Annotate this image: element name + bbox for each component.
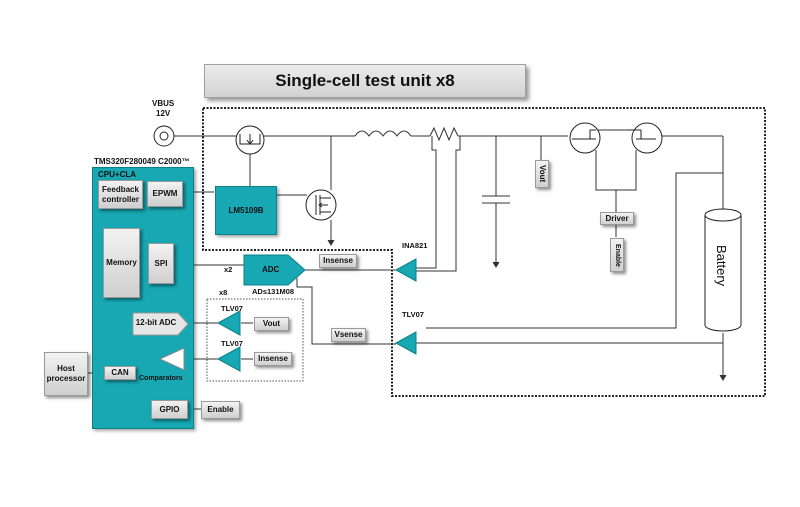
amplifier-group-boundary — [206, 298, 304, 382]
gpio-block: GPIO — [151, 400, 188, 419]
ina821-label: INA821 — [402, 241, 428, 250]
vbus-name: VBUS — [152, 99, 175, 108]
vsense-tag: Vsense — [331, 328, 366, 342]
adc12-block: 12-bit ADC — [135, 318, 177, 327]
mcu-board — [92, 167, 194, 429]
adc-count-label: x2 — [224, 265, 233, 274]
vout-tag: Vout — [535, 160, 549, 188]
shunt-resistor — [429, 126, 459, 142]
disconnect-mosfet-2 — [628, 122, 663, 154]
adc-insense-tag: Insense — [254, 352, 292, 366]
spi-block: SPI — [148, 243, 174, 284]
adc12-shape — [132, 312, 189, 336]
tlv07-vout-label: TLV07 — [221, 304, 243, 313]
vbus-voltage: 12V — [156, 109, 171, 118]
feedback-controller-block: Feedback controller — [98, 180, 143, 209]
insense-tag: Insense — [319, 254, 357, 268]
vbus-label: VBUS 12V — [152, 99, 174, 119]
adc-shape — [243, 254, 306, 286]
comparator-icon — [158, 347, 185, 371]
channel-count-label: x8 — [219, 288, 228, 297]
vbus-terminal — [153, 125, 175, 147]
adc-vout-tag: Vout — [254, 317, 289, 331]
driver-tag: Driver — [600, 212, 634, 225]
gpio-enable-block: Enable — [201, 401, 240, 419]
ina821-amp-shape — [394, 258, 417, 282]
epwm-block: EPWM — [147, 181, 183, 207]
mcu-core-label: CPU+CLA — [98, 170, 137, 179]
lm5109b-driver: LM5109B — [215, 186, 277, 235]
comparators-label: Comparators — [139, 375, 183, 382]
disconnect-mosfet-1 — [569, 122, 601, 154]
mcu-part-label: TMS320F280049 C2000™ — [94, 157, 190, 166]
battery-cell — [704, 208, 742, 332]
tlv07-amp-shape — [394, 331, 417, 355]
enable-tag: Enable — [610, 238, 624, 272]
tlv07-label: TLV07 — [402, 310, 424, 319]
adc-part-label: ADs131M08 — [252, 287, 295, 296]
high-side-mosfet — [235, 125, 265, 155]
host-processor-block: Host processor — [44, 352, 88, 396]
inductor — [354, 130, 412, 137]
tlv07-vout-amp-shape — [216, 310, 241, 336]
diagram-title: Single-cell test unit x8 — [204, 64, 526, 98]
low-side-mosfet — [305, 189, 337, 221]
test-unit-boundary — [202, 107, 766, 397]
can-block: CAN — [104, 366, 136, 380]
tlv07-insense-label: TLV07 — [221, 339, 243, 348]
memory-block: Memory — [103, 228, 140, 298]
battery-label: Battery — [714, 245, 729, 287]
adc-label: ADC — [262, 265, 280, 274]
tlv07-insense-amp-shape — [216, 346, 241, 372]
